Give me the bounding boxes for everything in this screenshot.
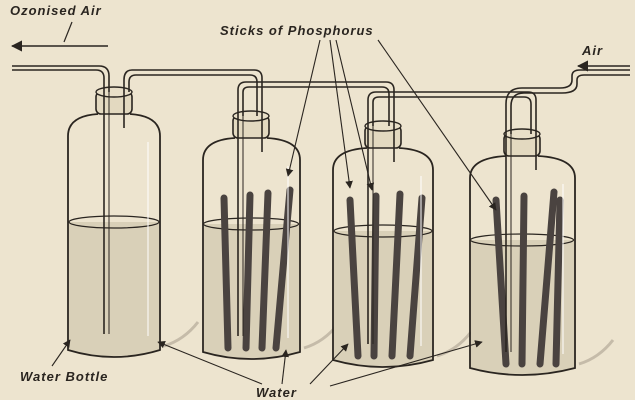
ozonised-air-leader <box>64 22 72 42</box>
sticks-of-phosphorus-label: Sticks of Phosphorus <box>220 24 374 37</box>
phosphorus-stick <box>556 200 560 364</box>
phosphorus-stick <box>374 196 376 356</box>
phosphorus-leader-line <box>288 40 320 176</box>
bottle-3-phosphorus-bottle <box>333 121 471 367</box>
bottle-shadow <box>164 322 198 346</box>
phosphorus-stick <box>246 195 250 348</box>
water-leader-line <box>310 344 348 384</box>
bottle-shadow <box>437 332 471 356</box>
air-label: Air <box>582 44 603 57</box>
bottle-shadow <box>579 340 613 364</box>
bottle-2-phosphorus-bottle <box>203 111 338 359</box>
pipe-2-to-1 <box>124 70 262 116</box>
phosphorus-leader-line <box>336 40 372 190</box>
bottle-1-water-bottle <box>68 87 198 357</box>
stopper-top <box>504 129 540 139</box>
outlet-pipe-left <box>12 70 104 92</box>
bottle-4-phosphorus-bottle <box>470 129 613 375</box>
air-inlet-pipe <box>506 70 630 134</box>
ozonised-air-label: Ozonised Air <box>10 4 102 17</box>
water-fill <box>69 222 159 356</box>
stopper-top <box>96 87 132 97</box>
water-bottle-label: Water Bottle <box>20 370 108 383</box>
phosphorus-stick <box>522 196 524 364</box>
stopper-top <box>365 121 401 131</box>
water-label: Water <box>256 386 297 399</box>
phosphorus-stick <box>224 198 228 348</box>
water-bottle-leader-line <box>52 340 70 366</box>
